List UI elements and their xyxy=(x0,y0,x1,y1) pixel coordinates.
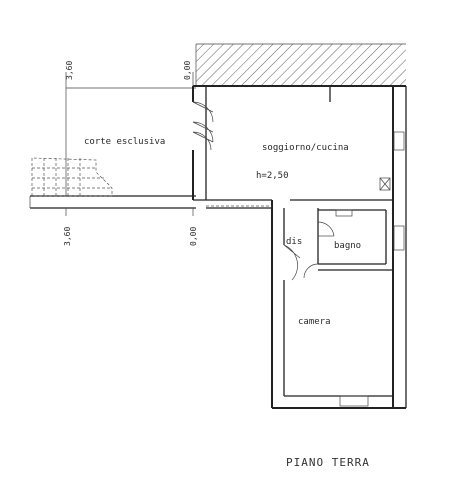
living-kitchen-label: soggiorno/cucina xyxy=(262,143,349,153)
dimension-bottom-right: 0,00 xyxy=(189,227,198,246)
fixtures xyxy=(206,86,405,407)
ceiling-height-label: h=2,50 xyxy=(256,171,289,181)
floor-title: PIANO TERRA xyxy=(286,456,370,469)
bathroom-label: bagno xyxy=(334,241,361,251)
dimension-bottom-left: 3,60 xyxy=(63,227,72,246)
courtyard-outline xyxy=(29,87,196,209)
bedroom-label: camera xyxy=(298,317,331,327)
dimension-top-right: 0,00 xyxy=(183,61,192,80)
courtyard-label: corte esclusiva xyxy=(84,137,165,147)
dimension-leaders xyxy=(65,72,194,216)
hatched-boundary xyxy=(195,43,406,86)
dimension-top-left: 3,60 xyxy=(65,61,74,80)
hallway-label: dis xyxy=(286,237,302,247)
doors xyxy=(192,101,335,281)
stairs xyxy=(31,157,113,197)
building-walls xyxy=(192,85,407,409)
